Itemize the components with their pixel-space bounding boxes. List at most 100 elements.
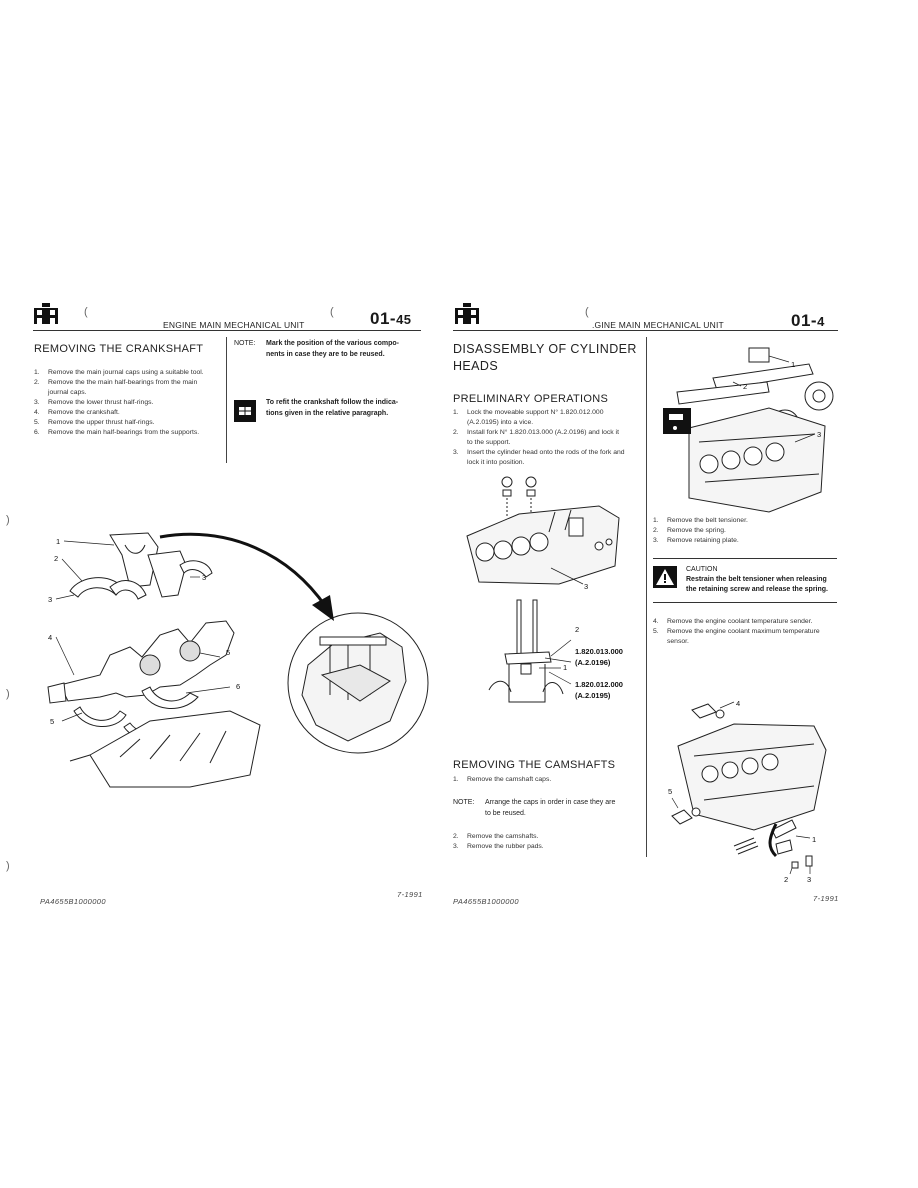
figure-label: 3 [807,875,811,884]
list-item: lock it into position. [467,459,525,466]
caution-rule-top [653,558,837,559]
list-item: 1.Remove the belt tensioner. [653,517,748,524]
header-rule [33,330,421,331]
title-line-2: HEADS [453,359,499,373]
figure-label: 3 [48,595,52,604]
cylinder-head-fork-figure: 3 2 1 1.820.013.000 (A.2.0196) 1.820.012… [466,476,623,703]
list-item: 5.Remove the engine coolant maximum temp… [653,628,820,635]
refit-text: To refit the crankshaft follow the indic… [266,398,424,419]
list-item: 3.Remove the rubber pads. [453,843,544,850]
header-section-number: 01-4 [791,311,825,331]
list-item: 3.Remove the lower thrust half-rings. [34,399,154,406]
footer-date: 7-1991 [397,890,423,899]
list-item: (A.2.0195) into a vice. [467,419,534,426]
section-number: 01- [791,311,818,330]
header-section-number: 01-45 [370,309,412,329]
header-rule [453,330,838,331]
list-item: 4.Remove the crankshaft. [34,409,120,416]
list-item: 4.Remove the engine coolant temperature … [653,618,813,625]
figure-label: 3 [584,582,588,591]
camshaft-title: REMOVING THE CAMSHAFTS [453,759,616,771]
figure-label: 5 [226,648,230,657]
figure-label: 4 [48,633,52,642]
caution-title: CAUTION [686,566,718,573]
note-label: NOTE: [453,799,475,806]
list-item: journal caps. [48,389,87,396]
binding-mark: ( [330,306,334,318]
camshaft-belt-tensioner-figure: 1 2 3 [663,347,834,513]
binding-mark: ( [585,306,589,318]
caution-block: CAUTION Restrain the belt tensioner when… [686,565,838,595]
list-item: 2.Remove the camshafts. [453,833,539,840]
tool-support-number: 1.820.012.000 [575,680,623,689]
left-page: ( ENGINE MAIN MECHANICAL UNIT ( 01-45 RE… [6,303,429,906]
warning-triangle-icon [653,566,677,588]
caution-line-2: the retaining screw and release the spri… [686,586,828,593]
footer-code: PA4655B1000000 [453,897,519,906]
camshaft-steps: 2.Remove the camshafts. 3.Remove the rub… [453,832,639,852]
coolant-sensor-figure: 4 5 1 2 3 [668,699,827,884]
note-line-2: nents in case they are to be reused. [266,350,385,358]
page-title: DISASSEMBLY OF CYLINDER HEADS [453,341,637,375]
sensor-steps: 4.Remove the engine coolant temperature … [653,617,839,647]
refit-line-1: To refit the crankshaft follow the indic… [266,399,399,406]
list-item: 1.Remove the main journal caps using a s… [34,369,204,376]
section-number: 01- [370,309,397,328]
figure-label: 2 [575,625,579,634]
preliminary-title: PRELIMINARY OPERATIONS [453,393,609,405]
figure-label: 5 [668,787,672,796]
note-line-1: Mark the position of the various compo- [266,340,400,347]
list-item: to the support. [467,439,511,446]
page-number: 4 [817,314,825,329]
column-divider [226,337,227,463]
manufacturer-logo-icon [34,303,58,324]
figure-label: 3 [202,573,206,582]
camshaft-note: NOTE: Arrange the caps in order in case … [453,798,639,819]
crankshaft-steps: 1.Remove the main journal caps using a s… [34,368,220,438]
note-block: NOTE: Mark the position of the various c… [234,339,424,360]
crankshaft-exploded-figure: 1 2 3 3 4 5 5 6 [47,532,429,788]
tool-fork-number: 1.820.013.000 [575,647,623,656]
preliminary-steps: 1.Lock the moveable support N° 1.820.012… [453,408,639,468]
figure-label: 1 [791,360,795,369]
tool-support-code: (A.2.0195) [575,691,611,700]
refit-book-icon [234,400,256,422]
figure-label: 2 [54,554,58,563]
manufacturer-logo-icon [455,303,479,324]
list-item: 6.Remove the main half-bearings from the… [34,429,200,436]
footer-date: 7-1991 [813,894,839,903]
list-item: 2.Install fork N° 1.820.013.000 (A.2.019… [453,429,619,436]
header-title: ENGINE MAIN MECHANICAL UNIT [163,320,305,330]
tool-fork-code: (A.2.0196) [575,658,611,667]
figure-label: 1 [812,835,816,844]
hole-punch-mark: ) [6,514,10,526]
footer-code: PA4655B1000000 [40,897,106,906]
hole-punch-mark: ) [6,688,10,700]
caution-rule-bottom [653,602,837,603]
refit-line-2: tions given in the relative paragraph. [266,409,389,417]
figure-label: 1 [56,537,60,546]
list-item: 3.Insert the cylinder head onto the rods… [453,449,625,456]
list-item: 5.Remove the upper thrust half-rings. [34,419,155,426]
column-divider [646,337,647,857]
camshaft-step-1: 1.Remove the camshaft caps. [453,775,639,785]
section-title: REMOVING THE CRANKSHAFT [34,343,204,355]
list-item: 2.Remove the the main half-bearings from… [34,379,198,386]
header-title: .GINE MAIN MECHANICAL UNIT [592,320,724,330]
list-item: 1.Lock the moveable support N° 1.820.012… [453,409,604,416]
figure-label: 2 [743,382,747,391]
figure-label: 2 [784,875,788,884]
figure-label: 3 [817,430,821,439]
page-number: 45 [396,312,412,327]
figure-label: 4 [736,699,740,708]
right-page: ( .GINE MAIN MECHANICAL UNIT 01-4 DISASS… [453,0,918,1188]
figure-label: 6 [236,682,240,691]
note-line-2: to be reused. [485,809,526,817]
note-label: NOTE: [234,340,256,347]
figure-label: 1 [563,663,567,672]
note-line-1: Arrange the caps in order in case they a… [485,799,616,806]
belt-tensioner-steps: 1.Remove the belt tensioner. 2.Remove th… [653,516,839,546]
hole-punch-mark: ) [6,860,10,872]
caution-line-1: Restrain the belt tensioner when releasi… [686,576,827,583]
figure-label: 5 [50,717,54,726]
